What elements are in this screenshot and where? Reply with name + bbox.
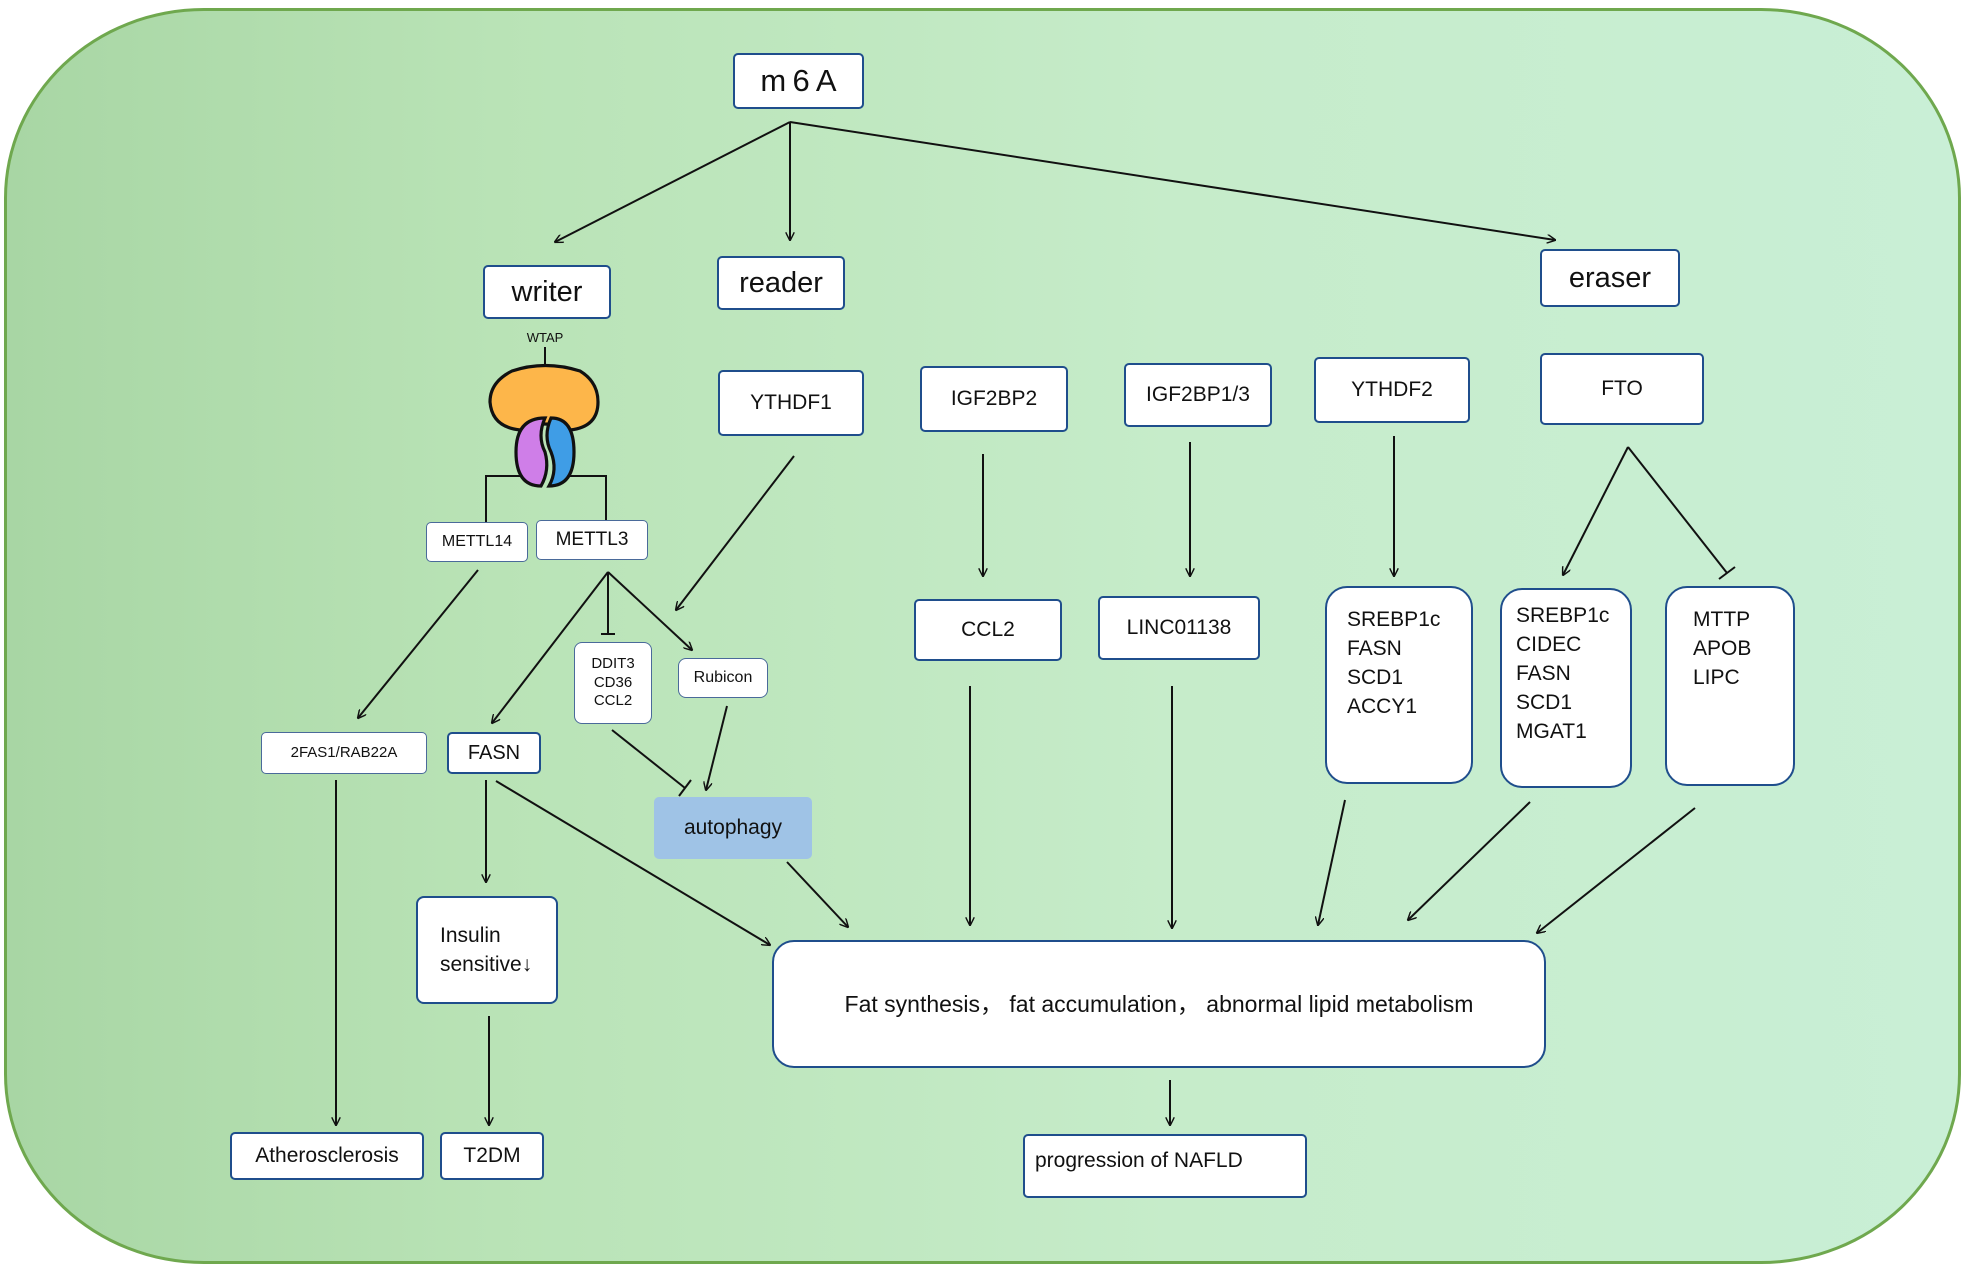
arrow-mettl14-rab22a xyxy=(358,569,479,718)
reader-node: reader xyxy=(717,256,845,310)
fto-node: FTO xyxy=(1540,353,1704,425)
igf2bp13-node: IGF2BP1/3 xyxy=(1124,363,1272,427)
wtap-label: WTAP xyxy=(526,330,564,345)
mettl3-node: METTL3 xyxy=(536,520,648,560)
autophagy-node: autophagy xyxy=(654,797,812,859)
mettl-bracket-left xyxy=(485,475,520,522)
writer-node: writer xyxy=(483,265,611,319)
arrow-mettl3-fasn xyxy=(492,571,609,723)
ythdf2-targets-node: SREBP1c FASN SCD1 ACCY1 xyxy=(1325,586,1473,784)
igf2bp2-node: IGF2BP2 xyxy=(920,366,1068,432)
arrow-ftoup-fat xyxy=(1408,801,1531,920)
inhibit-bar-autophagy xyxy=(678,779,692,797)
arrow-m6a-writer xyxy=(555,121,791,242)
arrow-fasn-fat xyxy=(495,780,770,945)
arrow-rubicon-autophagy xyxy=(706,705,728,790)
m6a-node: m 6 A xyxy=(733,53,864,109)
mettl14-node: METTL14 xyxy=(426,522,528,562)
atherosclerosis-node: Atherosclerosis xyxy=(230,1132,424,1180)
mettl3-shape xyxy=(545,416,576,488)
arrow-autophagy-fat xyxy=(786,861,848,927)
nafld-node: progression of NAFLD xyxy=(1023,1134,1307,1198)
arrow-ythdf2targets-fat xyxy=(1318,799,1346,925)
eraser-node: eraser xyxy=(1540,249,1680,307)
wtap-complex-icon xyxy=(488,363,600,488)
arrow-ftodown-fat xyxy=(1537,807,1696,933)
arrow-m6a-eraser xyxy=(789,121,1555,240)
linc01138-node: LINC01138 xyxy=(1098,596,1260,660)
ddit3-cd36-ccl2-node: DDIT3 CD36 CCL2 xyxy=(574,642,652,724)
t2dm-node: T2DM xyxy=(440,1132,544,1180)
mettl14-shape xyxy=(514,416,549,488)
ythdf1-node: YTHDF1 xyxy=(718,370,864,436)
fto-upregulated-node: SREBP1c CIDEC FASN SCD1 MGAT1 xyxy=(1500,588,1632,788)
arrow-fto-up xyxy=(1563,446,1629,575)
arrow-ythdf1-rubicon xyxy=(676,455,795,610)
fto-downregulated-node: MTTP APOB LIPC xyxy=(1665,586,1795,786)
insulin-node: Insulin sensitive↓ xyxy=(416,896,558,1004)
fat-metabolism-node: Fat synthesis， fat accumulation， abnorma… xyxy=(772,940,1546,1068)
rab22a-node: 2FAS1/RAB22A xyxy=(261,732,427,774)
fasn-node: FASN xyxy=(447,732,541,774)
rubicon-node: Rubicon xyxy=(678,658,768,698)
ythdf2-node: YTHDF2 xyxy=(1314,357,1470,423)
inhibit-fto-down xyxy=(1627,446,1728,574)
inhibit-ddit3-autophagy xyxy=(611,729,686,789)
inhibit-bar-fto-down xyxy=(1718,566,1736,580)
arrow-mettl3-rubicon xyxy=(607,571,692,650)
mettl-bracket-right xyxy=(570,475,607,522)
ccl2-node: CCL2 xyxy=(914,599,1062,661)
